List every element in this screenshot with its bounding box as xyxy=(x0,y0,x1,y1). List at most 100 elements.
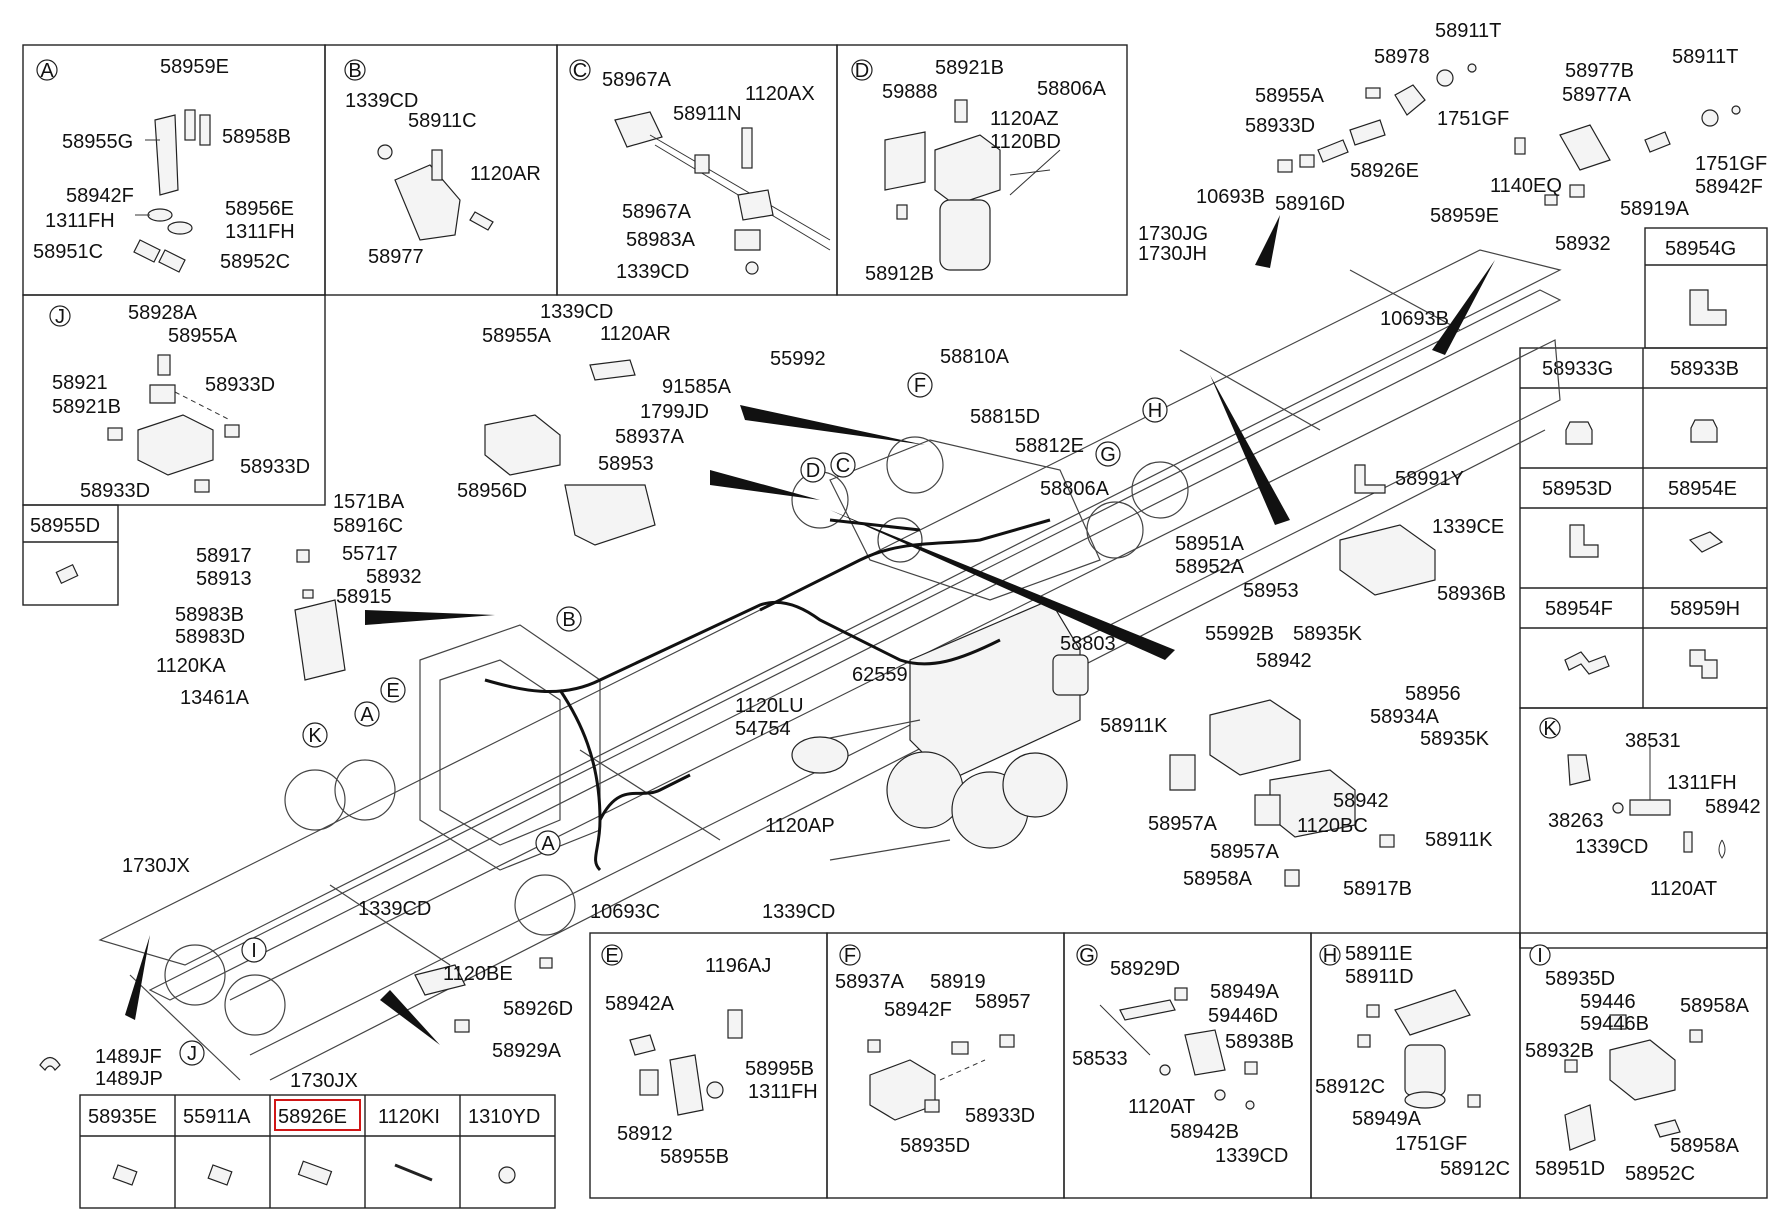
part-label: 1120AT xyxy=(1128,1096,1195,1118)
part-label: 58929A xyxy=(492,1040,562,1062)
callout-letter: K xyxy=(308,725,322,747)
part-label: 1339CD xyxy=(1215,1145,1288,1167)
part-label: 58919 xyxy=(930,971,986,993)
part-label: 55992B xyxy=(1205,623,1274,645)
part-label: 1310YD xyxy=(468,1106,540,1128)
part-label: 1120BE xyxy=(443,963,513,985)
part-label: 91585A xyxy=(662,376,732,398)
part-label: 58917B xyxy=(1343,878,1412,900)
detail-panel-i: I 58935D 59446 59446B 58958A 58932B 5895… xyxy=(1519,932,1768,1199)
part-label: 58959E xyxy=(1430,205,1499,227)
part-label: 58933D xyxy=(240,456,310,478)
part-label: 58933D xyxy=(1245,115,1315,137)
panel-letter: C xyxy=(573,60,587,82)
part-label: 58911K xyxy=(1100,715,1168,737)
part-label: 58919A xyxy=(1620,198,1690,220)
part-label: 58959E xyxy=(160,56,229,78)
part-label: 1311FH xyxy=(45,210,115,232)
part-label: 1730JG xyxy=(1138,223,1208,245)
detail-panel-b: B 1339CD 58911C 1120AR 58977 xyxy=(324,44,558,296)
part-label: 10693C xyxy=(590,901,660,923)
part-label: 1120KI xyxy=(378,1106,440,1128)
part-label: 58932 xyxy=(366,566,422,588)
callout-letter: I xyxy=(251,940,257,962)
panel-letter: B xyxy=(348,60,361,82)
part-label: 1120AT xyxy=(1650,878,1717,900)
part-label: 58912B xyxy=(865,263,934,285)
detail-panel-e: E 1196AJ 58942A 58995B 1311FH 58912 5895… xyxy=(589,932,828,1199)
part-label: 58977A xyxy=(1562,84,1632,106)
part-label: 58956D xyxy=(457,480,527,502)
part-label: 1730JH xyxy=(1138,243,1207,265)
left-cluster: 1339CD 1120AR 58955A 91585A 1799JD 58937… xyxy=(156,301,732,709)
part-label: 1120AZ xyxy=(990,108,1059,130)
callout-letter: J xyxy=(187,1043,197,1065)
part-label: 58942A xyxy=(605,993,675,1015)
part-label: 1120AR xyxy=(600,323,671,345)
part-label: 1751GF xyxy=(1437,108,1509,130)
part-label: 58937A xyxy=(835,971,905,993)
part-label: 58956E xyxy=(225,198,294,220)
part-label: 58921 xyxy=(52,372,108,394)
part-label: 58958A xyxy=(1183,868,1253,890)
part-label: 58942 xyxy=(1333,790,1389,812)
part-label: 1120KA xyxy=(156,655,226,677)
part-label: 58942F xyxy=(884,999,952,1021)
part-label: 58912C xyxy=(1315,1076,1385,1098)
part-label: 58955A xyxy=(1255,85,1325,107)
part-label: 58934A xyxy=(1370,706,1440,728)
part-box-58955d: 58955D xyxy=(22,504,119,606)
part-label: 58951C xyxy=(33,241,103,263)
part-label: 58935D xyxy=(900,1135,970,1157)
part-label: 58953D xyxy=(1542,478,1612,500)
part-label: 58806A xyxy=(1037,78,1107,100)
part-label: 58933D xyxy=(965,1105,1035,1127)
part-label: 58938B xyxy=(1225,1031,1294,1053)
part-label: 58911E xyxy=(1345,943,1412,965)
part-label: 58911T xyxy=(1435,20,1501,42)
part-label: 55717 xyxy=(342,543,398,565)
detail-panel-g: G 58929D 58949A 59446D 58533 58938B 1120… xyxy=(1063,932,1312,1199)
part-label: 58937A xyxy=(615,426,685,448)
part-label: 58936B xyxy=(1437,583,1506,605)
part-label: 58991Y xyxy=(1395,468,1464,490)
callout-letter: H xyxy=(1148,400,1162,422)
part-label: 13461A xyxy=(180,687,250,709)
part-label: 1799JD xyxy=(640,401,709,423)
callout-letter: D xyxy=(806,460,820,482)
part-label: 58942 xyxy=(1256,650,1312,672)
part-label: 58911K xyxy=(1425,829,1493,851)
part-label: 58926E xyxy=(278,1106,347,1128)
part-label: 58951A xyxy=(1175,533,1245,555)
lower-left-labels: 1730JX 1339CD 1120BE 58926D 1489JF 1489J… xyxy=(39,855,573,1092)
part-label: 59446D xyxy=(1208,1005,1278,1027)
part-label: 58933B xyxy=(1670,358,1739,380)
part-label: 1120AR xyxy=(470,163,541,185)
part-label: 58933D xyxy=(205,374,275,396)
part-label: 58921B xyxy=(52,396,121,418)
part-label: 58942F xyxy=(66,185,134,207)
detail-panel-d: D 58921B 59888 58806A 1120AZ 1120BD 5891… xyxy=(836,44,1128,296)
part-label: 58812E xyxy=(1015,435,1084,457)
part-label: 58917 xyxy=(196,545,252,567)
part-label: 58932 xyxy=(1555,233,1611,255)
part-label: 58942B xyxy=(1170,1121,1239,1143)
panel-letter: G xyxy=(1079,945,1095,967)
part-label: 58959H xyxy=(1670,598,1740,620)
part-label: 58911C xyxy=(408,110,477,132)
part-label: 1140EQ xyxy=(1490,175,1562,197)
part-label: 55911A xyxy=(183,1106,251,1128)
part-label: 58915 xyxy=(336,586,392,608)
part-label: 62559 xyxy=(852,664,908,686)
part-label: 58967A xyxy=(602,69,672,91)
part-label: 58929D xyxy=(1110,958,1180,980)
part-label: 1339CD xyxy=(540,301,613,323)
part-grid: 58954G 58933G 58933B 58953D 58954E 58954… xyxy=(1519,227,1768,949)
part-label: 58916D xyxy=(1275,193,1345,215)
part-label: 1339CD xyxy=(616,261,689,283)
part-label: 58949A xyxy=(1352,1108,1422,1130)
part-label: 1571BA xyxy=(333,491,405,513)
part-label: 1339CD xyxy=(345,90,418,112)
callout-letter: G xyxy=(1100,444,1116,466)
part-label: 58935E xyxy=(88,1106,157,1128)
